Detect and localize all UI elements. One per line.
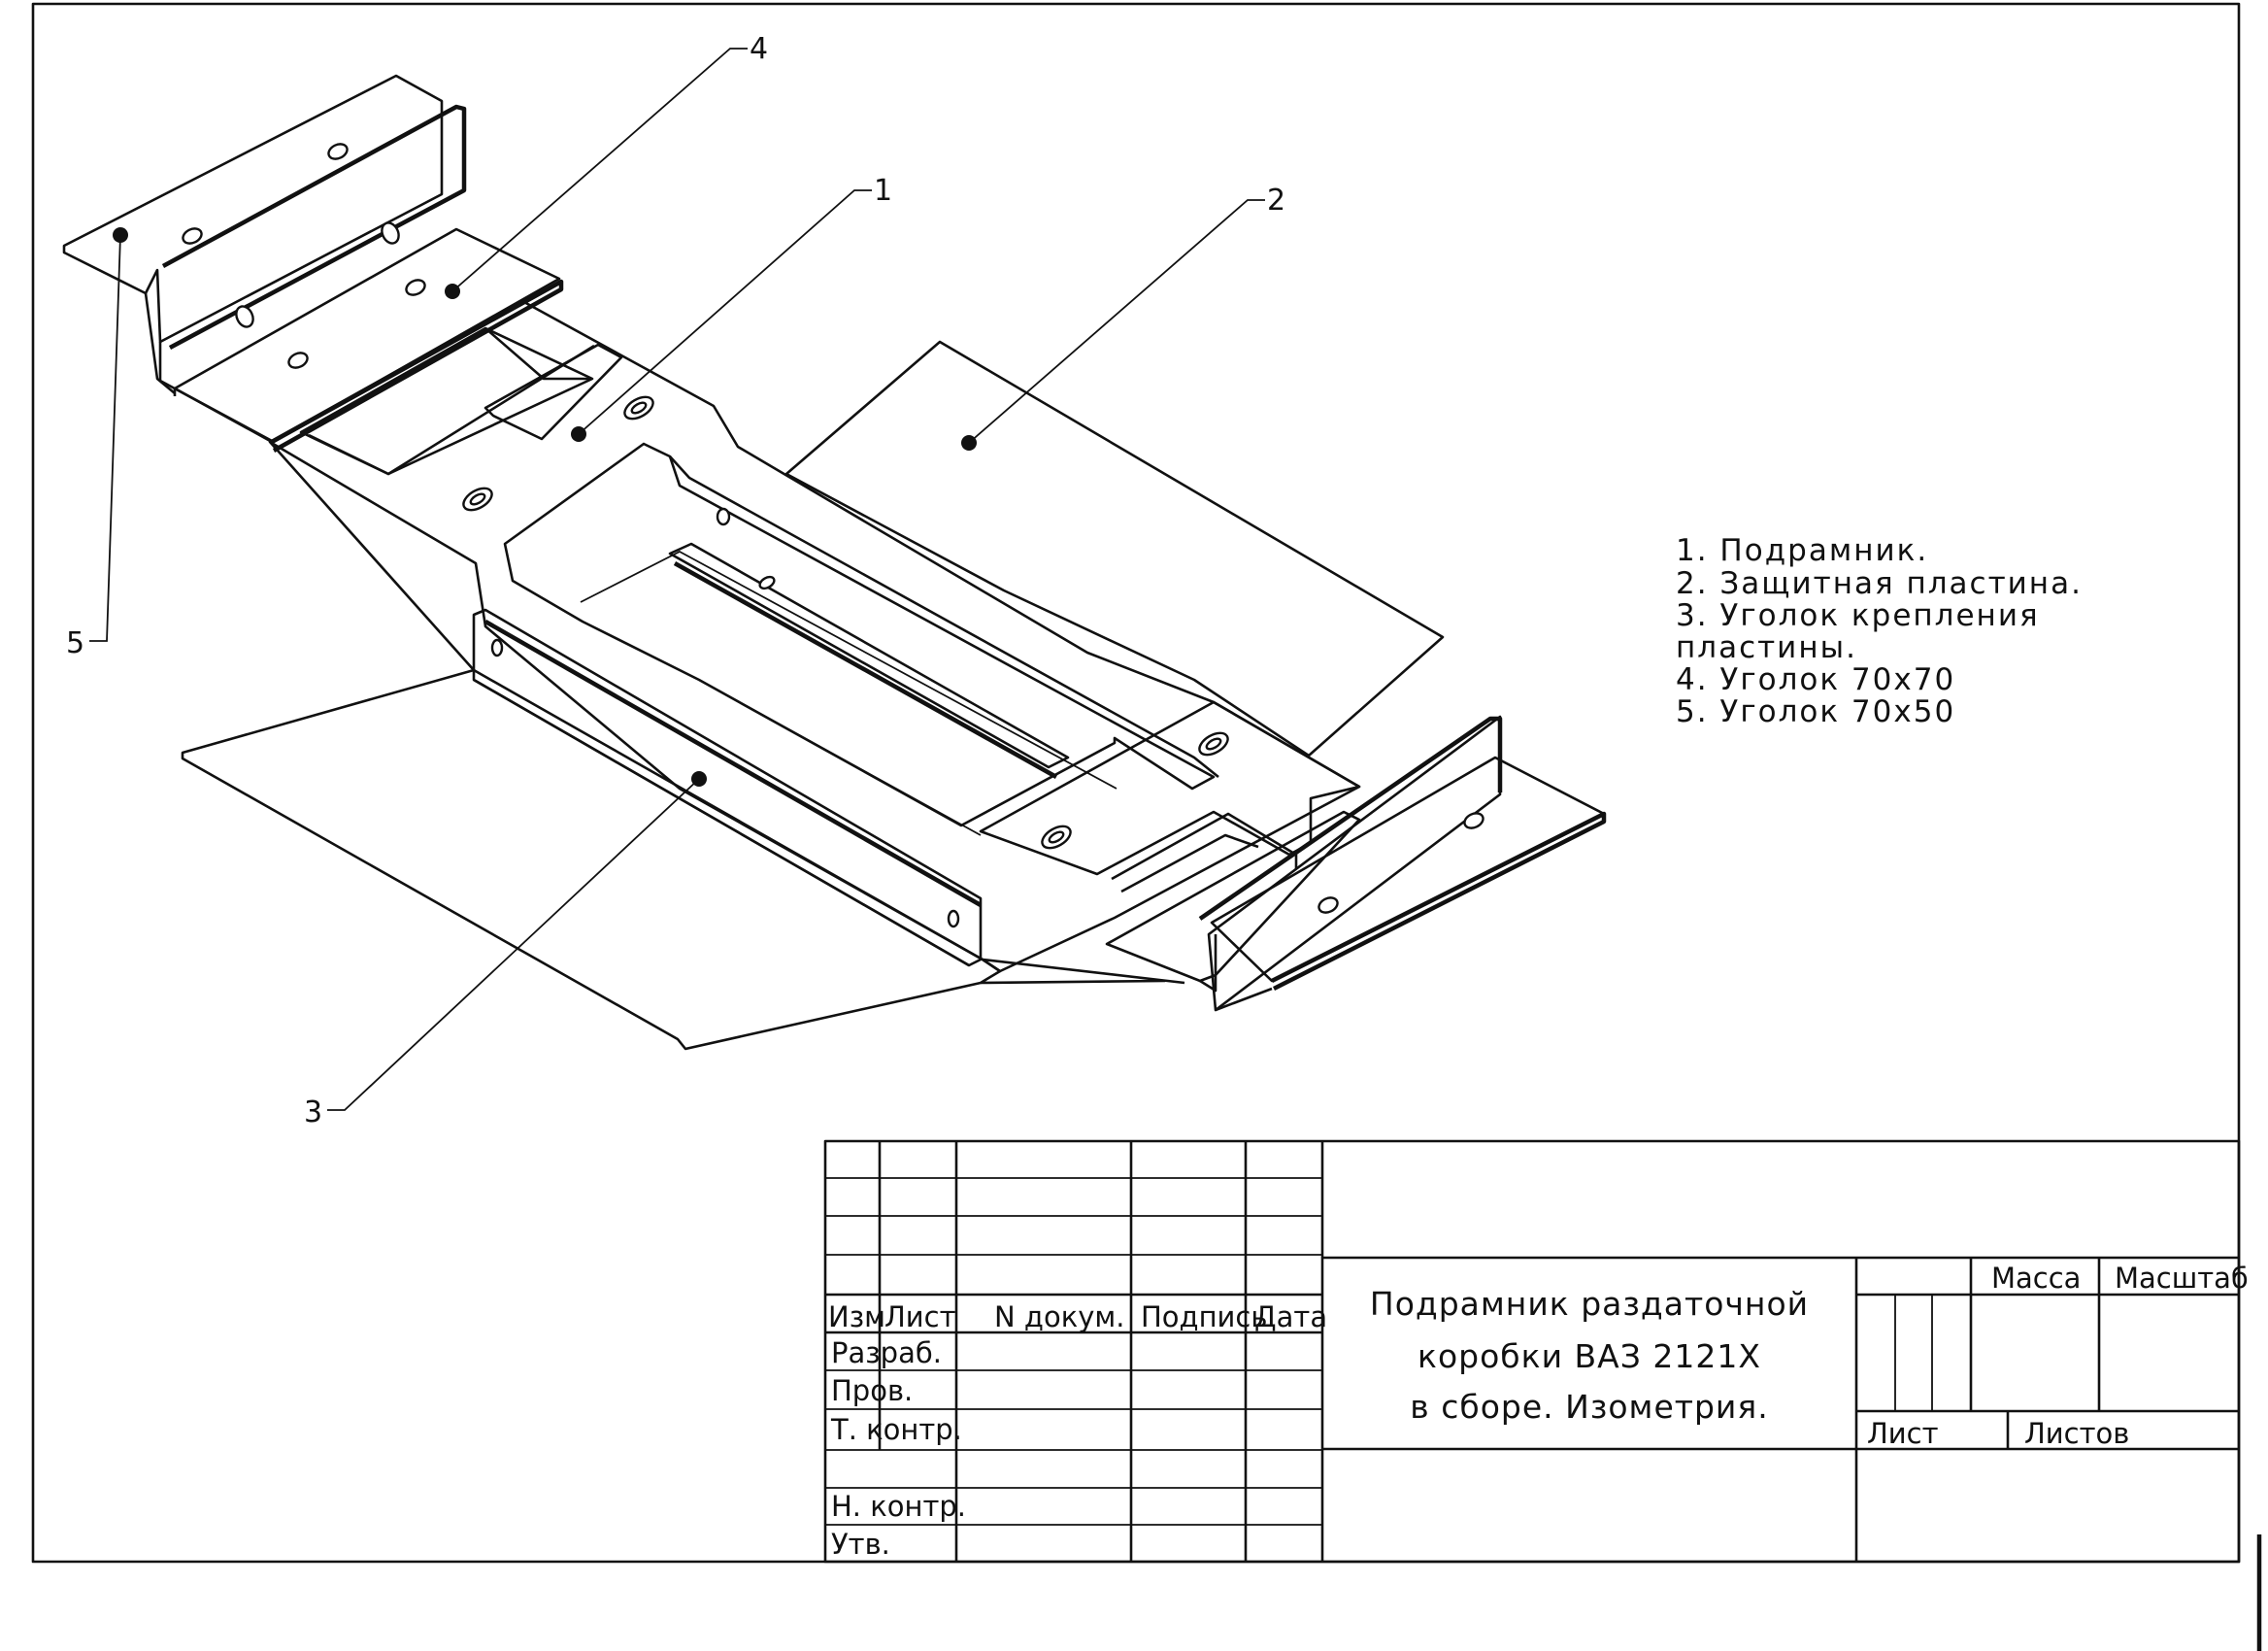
tb-header-doc: N докум. bbox=[994, 1300, 1124, 1333]
callout-2: 2 bbox=[1267, 184, 1285, 218]
tb-title-line-3: в сборе. Изометрия. bbox=[1410, 1388, 1768, 1426]
tb-title-line-1: Подрамник раздаточной bbox=[1370, 1285, 1809, 1323]
tb-role-utv: Утв. bbox=[831, 1528, 890, 1561]
tb-listov: Листов bbox=[2024, 1417, 2129, 1450]
tb-header-date: Дата bbox=[1254, 1300, 1327, 1333]
tb-list: Лист bbox=[1867, 1417, 1939, 1450]
tb-masshtab: Масштаб bbox=[2115, 1262, 2249, 1295]
tb-header-list: Лист bbox=[884, 1300, 956, 1333]
sheet-frame bbox=[31, 2, 2241, 1564]
mounting-angle-3 bbox=[472, 608, 983, 967]
angle-70x50-5 bbox=[62, 74, 467, 444]
legend-item-5: 5. Уголок 70x50 bbox=[1676, 694, 1955, 729]
tb-role-tkontr: Т. контр. bbox=[830, 1413, 962, 1446]
legend-item-4: 4. Уголок 70x70 bbox=[1676, 662, 1955, 697]
angle-70x70-4 bbox=[173, 227, 594, 476]
angle-rear-set bbox=[1105, 715, 1607, 1012]
isometric-assembly bbox=[62, 74, 1607, 1051]
legend-item-1: 1. Подрамник. bbox=[1676, 533, 1928, 568]
legend-item-2: 2. Защитная пластина. bbox=[1676, 566, 2083, 601]
callout-labels: 4 1 2 5 3 bbox=[66, 32, 1285, 1129]
protective-plate-2 bbox=[784, 340, 1445, 758]
subframe-1 bbox=[268, 299, 1361, 973]
title-block: Изм Лист N докум. Подпись Дата Разраб. П… bbox=[823, 1139, 2249, 1564]
tb-role-prov: Пров. bbox=[831, 1374, 913, 1407]
callout-5: 5 bbox=[66, 626, 84, 660]
tb-role-razrab: Разраб. bbox=[831, 1336, 942, 1369]
legend-item-3-cont: пластины. bbox=[1676, 630, 1857, 665]
tb-role-nkontr: Н. контр. bbox=[831, 1490, 966, 1523]
parts-legend: 1. Подрамник. 2. Защитная пластина. 3. У… bbox=[1676, 533, 2083, 729]
tb-massa: Масса bbox=[1991, 1262, 2081, 1295]
callout-leaders bbox=[89, 48, 1265, 1111]
tb-title-line-2: коробки ВАЗ 2121Х bbox=[1418, 1337, 1761, 1375]
legend-item-3: 3. Уголок крепления bbox=[1676, 598, 2040, 633]
tb-header-izm: Изм bbox=[828, 1300, 885, 1333]
callout-1: 1 bbox=[874, 174, 892, 208]
callout-3: 3 bbox=[304, 1095, 322, 1129]
callout-4: 4 bbox=[750, 32, 768, 66]
tb-header-sign: Подпись bbox=[1141, 1300, 1267, 1333]
mounting-plate-3 bbox=[181, 668, 1002, 1051]
